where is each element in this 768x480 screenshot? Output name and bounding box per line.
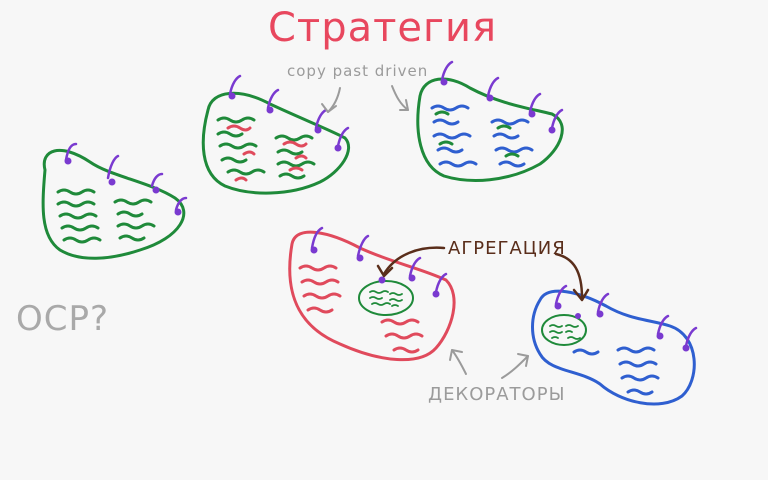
green-module-left bbox=[41, 142, 188, 260]
aggregation-arrows bbox=[376, 246, 590, 302]
decorators-label: ДЕКОРАТОРЫ bbox=[428, 384, 566, 405]
subtitle-note: copy past driven bbox=[287, 62, 429, 80]
interface-hooks bbox=[64, 142, 188, 212]
green-module-blue bbox=[416, 60, 564, 182]
green-module-copy bbox=[201, 74, 351, 195]
subtitle-arrows bbox=[321, 85, 409, 113]
decorator-arrows bbox=[449, 349, 529, 379]
diagram-title: Стратегия bbox=[268, 5, 498, 51]
blue-decorator bbox=[531, 284, 698, 406]
aggregation-label: АГРЕГАЦИЯ bbox=[448, 238, 566, 259]
red-decorator bbox=[288, 226, 456, 362]
ocp-question: OCP? bbox=[16, 299, 110, 339]
